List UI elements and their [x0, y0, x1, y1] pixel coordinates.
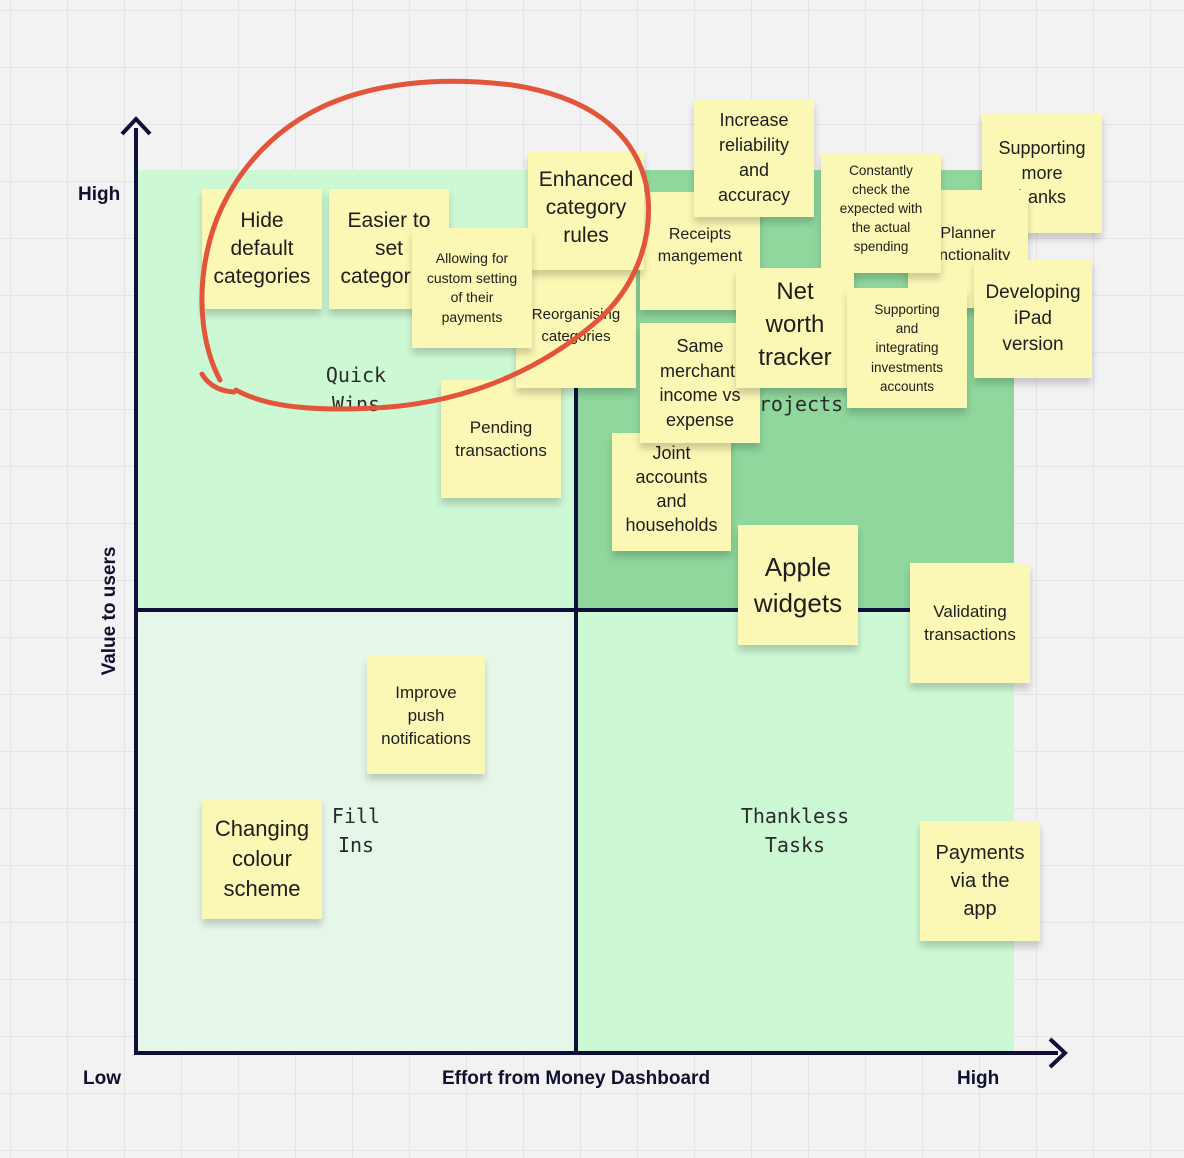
- sticky-note-validating-transactions[interactable]: Validating transactions: [910, 563, 1030, 683]
- quadrant-label-thankless-tasks: Thankless Tasks: [740, 804, 850, 857]
- sticky-note-improve-push[interactable]: Improve push notifications: [367, 656, 485, 774]
- sticky-note-joint-accounts[interactable]: Joint accounts and households: [612, 433, 731, 551]
- x-axis-arrow-icon: [1048, 1037, 1068, 1069]
- y-axis-arrow-icon: [120, 116, 152, 136]
- sticky-note-payments[interactable]: Payments via the app: [920, 821, 1040, 941]
- sticky-note-developing-ipad[interactable]: Developing iPad version: [974, 260, 1092, 378]
- quadrant-label-quick-wins: Quick Wins: [325, 363, 387, 416]
- sticky-note-enhanced-rules[interactable]: Enhanced category rules: [528, 152, 644, 270]
- sticky-note-investments[interactable]: Supporting and integrating investments a…: [847, 288, 967, 408]
- sticky-note-net-worth[interactable]: Net worth tracker: [736, 268, 854, 388]
- sticky-note-constantly-check[interactable]: Constantly check the expected with the a…: [821, 153, 941, 273]
- x-axis-title: Effort from Money Dashboard: [441, 1068, 711, 1089]
- quadrant-label-fill-ins: Fill Ins: [331, 804, 381, 857]
- sticky-note-apple-widgets[interactable]: Apple widgets: [738, 525, 858, 645]
- highlight-circle-hook: [199, 371, 237, 395]
- sticky-note-pending-transactions[interactable]: Pending transactions: [441, 380, 561, 498]
- sticky-note-increase-reliability[interactable]: Increase reliability and accuracy: [694, 99, 814, 217]
- y-axis-high-label: High: [78, 184, 121, 205]
- x-axis-low-label: Low: [83, 1068, 121, 1089]
- x-axis-high-label: High: [957, 1068, 1000, 1089]
- highlight-circle-stroke: [199, 78, 651, 412]
- sticky-note-colour-scheme[interactable]: Changing colour scheme: [202, 799, 322, 919]
- sticky-note-allowing-custom[interactable]: Allowing for custom setting of their pay…: [412, 228, 532, 348]
